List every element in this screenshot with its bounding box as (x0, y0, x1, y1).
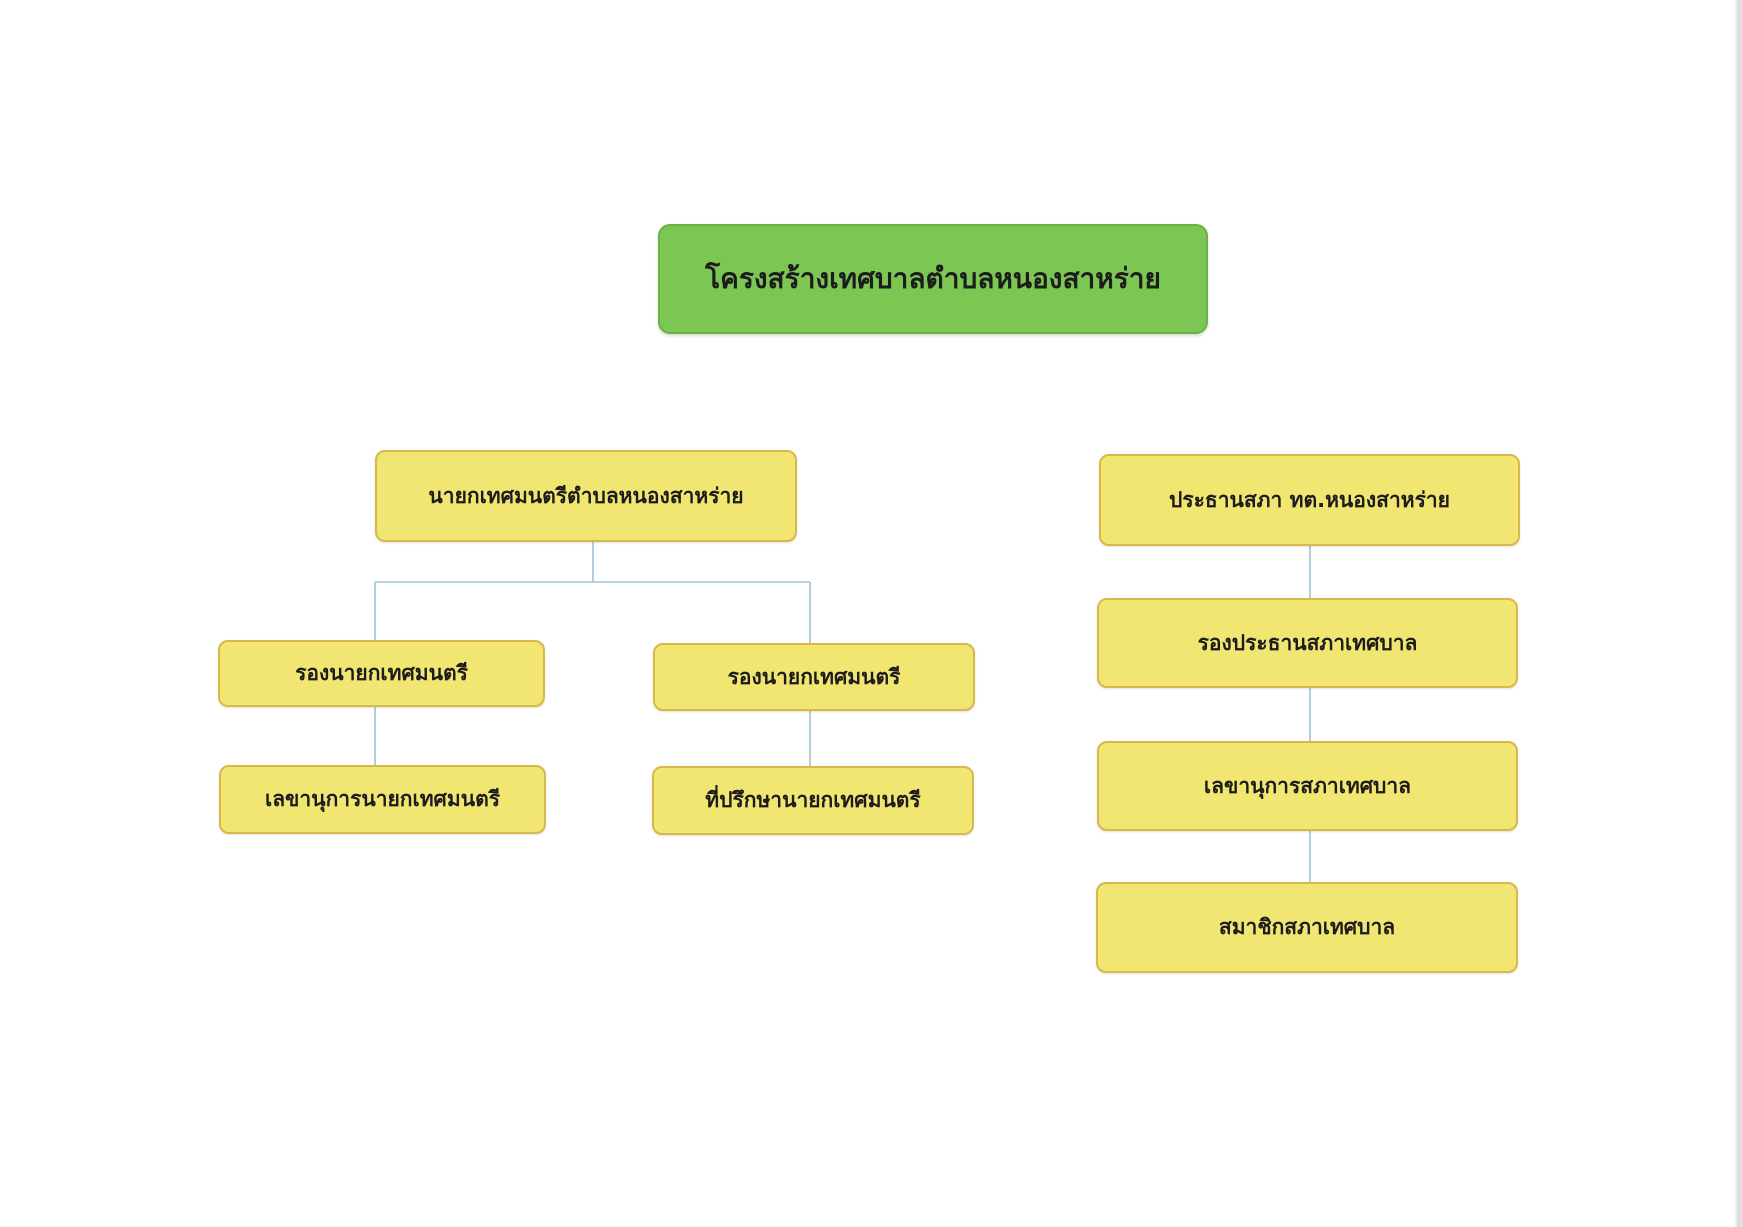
node-council-members-label: สมาชิกสภาเทศบาล (1218, 915, 1396, 939)
node-mayor-label: นายกเทศมนตรีตำบลหนองสาหร่าย (428, 483, 744, 508)
node-council-secretary: เลขานุการสภาเทศบาล (1097, 741, 1518, 831)
node-council-vice-president-label: รองประธานสภาเทศบาล (1197, 630, 1418, 655)
node-deputy-mayor-left-label: รองนายกเทศมนตรี (295, 661, 468, 685)
node-council-vice-president: รองประธานสภาเทศบาล (1097, 598, 1518, 688)
node-council-secretary-label: เลขานุการสภาเทศบาล (1203, 773, 1412, 798)
node-council-president-label: ประธานสภา ทต.หนองสาหร่าย (1169, 487, 1450, 512)
node-deputy-mayor-right-label: รองนายกเทศมนตรี (727, 664, 901, 689)
scan-edge (1734, 0, 1742, 1227)
diagram-title: โครงสร้างเทศบาลตำบลหนองสาหร่าย (658, 224, 1208, 334)
node-deputy-mayor-left: รองนายกเทศมนตรี (218, 640, 545, 707)
node-mayor-advisor: ที่ปรึกษานายกเทศมนตรี (652, 766, 974, 835)
node-council-president: ประธานสภา ทต.หนองสาหร่าย (1099, 454, 1520, 546)
node-mayor-secretary: เลขานุการนายกเทศมนตรี (219, 765, 546, 834)
node-mayor: นายกเทศมนตรีตำบลหนองสาหร่าย (375, 450, 797, 542)
node-mayor-advisor-label: ที่ปรึกษานายกเทศมนตรี (705, 788, 921, 812)
node-mayor-secretary-label: เลขานุการนายกเทศมนตรี (265, 787, 500, 811)
connector-mayor-to-deputies (374, 542, 811, 643)
node-deputy-mayor-right: รองนายกเทศมนตรี (653, 643, 975, 711)
diagram-title-text: โครงสร้างเทศบาลตำบลหนองสาหร่าย (705, 262, 1161, 295)
node-council-members: สมาชิกสภาเทศบาล (1096, 882, 1518, 973)
